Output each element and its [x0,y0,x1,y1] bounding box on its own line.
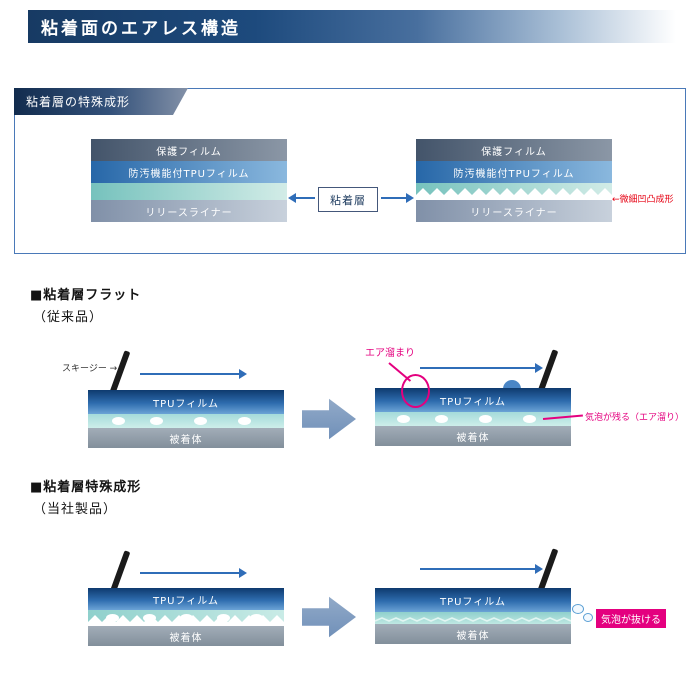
structure-panel: 粘着層の特殊成形 保護フィルム 防汚機能付TPUフィルム リリースライナー 粘着… [14,88,686,254]
film-block: TPUフィルム 被着体 [375,380,571,446]
air-bubble [523,415,536,423]
adhesive-band [88,414,284,428]
tpu-film-band-label: TPUフィルム [152,595,220,607]
air-bubble [180,614,193,622]
air-bubble [150,417,163,425]
air-pocket-label: エア溜まり [365,348,415,359]
film-block: TPUフィルム 被着体 [88,588,284,646]
release-liner-label: リリースライナー [145,207,233,219]
swipe-direction-arrow [140,568,247,578]
tpu-film-band-label: TPUフィルム [152,398,220,410]
release-liner-label: リリースライナー [470,207,558,219]
layer-stack-molded: 保護フィルム 防汚機能付TPUフィルム リリースライナー [416,139,612,222]
protect-film-layer: 保護フィルム [416,139,612,161]
flat-before-diagram: スキージー → TPUフィルム 被着体 [60,345,295,455]
substrate-band-label: 被着体 [169,434,203,446]
special-section-heading: ■粘着層特殊成形 [30,480,142,495]
swipe-direction-arrow [420,363,543,373]
air-bubble [435,415,448,423]
arrow-right-icon [381,193,414,203]
protect-film-layer: 保護フィルム [91,139,287,161]
special-before-diagram: TPUフィルム 被着体 [60,545,295,655]
substrate-band-label: 被着体 [456,630,490,642]
air-bubble [112,417,125,425]
escaping-air-bubble [583,613,593,622]
molded-adhesive-band [88,610,284,626]
tpu-film-layer: 防汚機能付TPUフィルム [416,161,612,183]
air-bubble [397,415,410,423]
substrate-band-label: 被着体 [169,632,203,644]
compressed-adhesive-band [375,612,571,624]
adhesive-layer-tag-label: 粘着層 [330,193,366,207]
substrate-band: 被着体 [375,624,571,644]
special-section-subheading: （当社製品） [33,502,118,517]
tpu-film-layer: 防汚機能付TPUフィルム [91,161,287,183]
air-bubble [250,614,263,622]
flat-after-diagram: エア溜まり TPUフィルム 被着体 気泡が残る（エア溜り） [345,340,700,458]
tpu-film-band-label: TPUフィルム [439,396,507,408]
protect-film-label: 保護フィルム [156,146,222,158]
flat-section-subheading: （従来品） [33,310,104,325]
tpu-film-band: TPUフィルム [88,588,284,610]
air-bubble [143,614,156,622]
film-block: TPUフィルム 被着体 [375,588,571,644]
layer-stack-flat: 保護フィルム 防汚機能付TPUフィルム リリースライナー [91,139,287,222]
tpu-film-band-label: TPUフィルム [439,596,507,608]
flat-section-heading: ■粘着層フラット [30,288,142,303]
air-pocket-circle [401,374,430,408]
air-bubble [238,417,251,425]
zigzag-texture [88,615,284,626]
adhesive-band [375,412,571,426]
panel-tag-label: 粘着層の特殊成形 [26,95,131,109]
substrate-band: 被着体 [88,428,284,448]
tpu-film-band: TPUフィルム [375,588,571,612]
result-label: 気泡が残る（エア溜り） [585,413,685,423]
zigzag-texture [416,188,612,200]
air-bubble [217,614,230,622]
release-liner-layer: リリースライナー [91,200,287,222]
result-label: 気泡が抜ける [596,609,666,628]
substrate-band-label: 被着体 [456,432,490,444]
escaping-air-bubble [572,604,584,614]
film-block: TPUフィルム 被着体 [88,390,284,448]
title-bar: 粘着面のエアレス構造 [28,10,676,43]
panel-tag: 粘着層の特殊成形 [14,88,188,115]
swipe-direction-arrow [140,369,247,379]
adhesive-layer-flat [91,183,287,200]
micro-texture-note: ←微細凹凸成形 [612,195,674,205]
air-bubble [194,417,207,425]
trapped-air-dome [503,380,521,389]
squeegee-label: スキージー → [62,364,118,374]
swipe-direction-arrow [420,564,543,574]
adhesive-layer-tag: 粘着層 [318,187,378,212]
adhesive-layer-molded [416,183,612,200]
zigzag-line [375,617,571,622]
tpu-film-band: TPUフィルム [88,390,284,414]
substrate-band: 被着体 [375,426,571,446]
release-liner-layer: リリースライナー [416,200,612,222]
air-bubble [106,614,119,622]
tpu-film-label: 防汚機能付TPUフィルム [128,168,250,180]
special-after-diagram: TPUフィルム 被着体 気泡が抜ける [345,543,695,657]
substrate-band: 被着体 [88,626,284,646]
arrow-left-icon [288,193,315,203]
tpu-film-label: 防汚機能付TPUフィルム [453,168,575,180]
page-title: 粘着面のエアレス構造 [41,19,241,39]
protect-film-label: 保護フィルム [481,146,547,158]
air-bubble [479,415,492,423]
